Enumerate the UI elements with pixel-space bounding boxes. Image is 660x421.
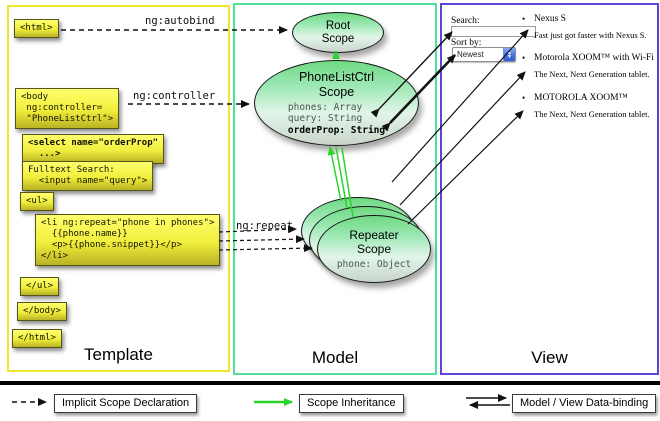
legend-scope-inheritance: Scope Inheritance <box>299 394 404 413</box>
phone-item-snippet: The Next, Next Generation tablet. <box>534 69 650 79</box>
legend-implicit-scope-declaration: Implicit Scope Declaration <box>54 394 198 413</box>
code-box-ul-close: </ul> <box>20 277 60 296</box>
prop-orderprop: orderProp: String <box>287 124 386 136</box>
code-box-li-repeat: <li ng:repeat="phone in phones"> {{phone… <box>35 214 221 266</box>
prop-phone: phone: Object <box>336 259 412 270</box>
phone-list-item: • Nexus S Fast just got faster with Nexu… <box>522 14 657 40</box>
model-column: Model <box>233 3 437 375</box>
legend-separator <box>0 381 660 385</box>
select-stepper-icon: ▲▼ <box>503 48 515 61</box>
phone-item-snippet: The Next, Next Generation tablet. <box>534 109 650 119</box>
root-scope-ellipse: Root Scope <box>292 12 384 53</box>
ng-repeat-label: ng:repeat <box>236 220 293 232</box>
code-box-html-close: </html> <box>12 329 62 348</box>
root-scope-title: Root Scope <box>321 19 355 45</box>
phone-list-item: • Motorola XOOM™ with Wi-Fi The Next, Ne… <box>522 53 657 79</box>
phonelistctrl-scope-props: phones: Array query: String orderProp: S… <box>288 102 385 137</box>
search-label: Search: <box>451 16 480 26</box>
code-box-body-open: <body ng:controller= "PhoneListCtrl"> <box>15 88 120 129</box>
template-column-label: Template <box>84 345 153 364</box>
view-column-label: View <box>531 348 568 367</box>
bullet-icon: • <box>522 93 526 103</box>
phone-item-title: Nexus S <box>534 14 566 24</box>
code-box-ul-open: <ul> <box>20 192 54 211</box>
prop-phones: phones: Array <box>287 101 363 113</box>
ng-autobind-label: ng:autobind <box>145 15 215 27</box>
bullet-icon: • <box>522 14 526 24</box>
prop-query: query: String <box>287 113 363 125</box>
phone-item-title: MOTOROLA XOOM™ <box>534 93 628 103</box>
bullet-icon: • <box>522 53 526 63</box>
phone-item-snippet: Fast just got faster with Nexus S. <box>534 30 647 40</box>
phone-item-title: Motorola XOOM™ with Wi-Fi <box>534 53 654 63</box>
legend-model-view-data-binding: Model / View Data-binding <box>512 394 657 413</box>
sort-by-select[interactable]: Newest ▲▼ <box>452 47 516 62</box>
phonelistctrl-scope-title: PhoneListCtrl Scope <box>298 69 375 99</box>
phone-list-item: • MOTOROLA XOOM™ The Next, Next Generati… <box>522 93 657 119</box>
phonelistctrl-scope-ellipse: PhoneListCtrl Scope phones: Array query:… <box>254 60 419 146</box>
model-column-label: Model <box>311 348 359 367</box>
code-box-body-close: </body> <box>17 302 67 321</box>
ng-controller-label: ng:controller <box>133 90 216 102</box>
code-box-select-orderprop: <select name="orderProp" ...> <box>22 134 165 164</box>
repeater-scope-ellipse-front: Repeater Scope phone: Object <box>317 215 431 283</box>
code-box-html-open: <html> <box>14 19 59 38</box>
repeater-scope-title: Repeater Scope <box>349 228 399 256</box>
code-box-fulltext-search: Fulltext Search: <input name="query"> <box>22 161 154 191</box>
sort-by-selected-value: Newest <box>457 50 484 59</box>
